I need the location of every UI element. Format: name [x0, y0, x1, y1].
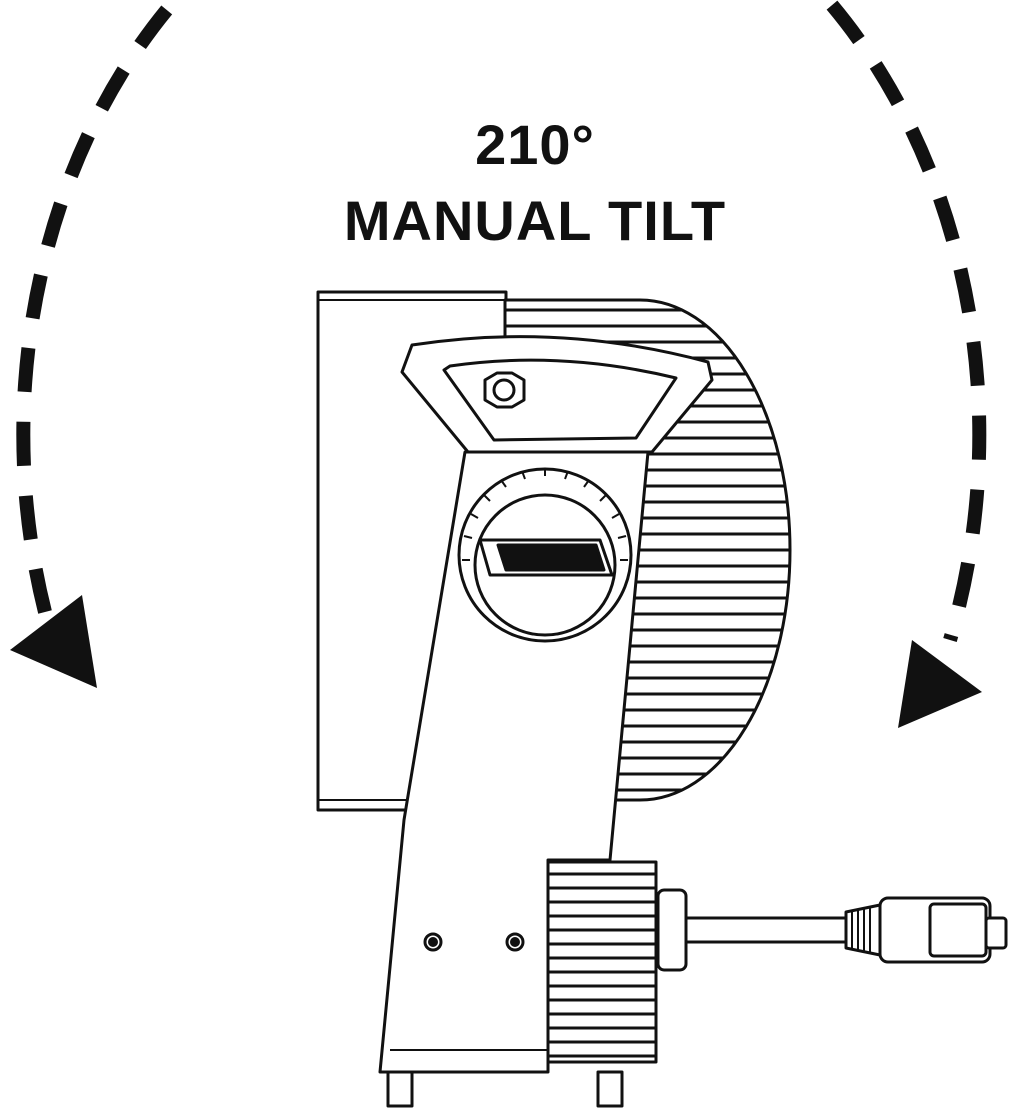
foot-right	[596, 1070, 624, 1108]
right-arrowhead-icon	[898, 640, 982, 728]
power-cable	[656, 888, 1008, 972]
foot-left	[386, 1070, 414, 1108]
brand-logo-icon	[478, 538, 614, 577]
tilt-arc-dashed	[16, 0, 987, 642]
base-heat-sink	[546, 860, 658, 1064]
left-arrowhead-icon	[10, 595, 97, 688]
